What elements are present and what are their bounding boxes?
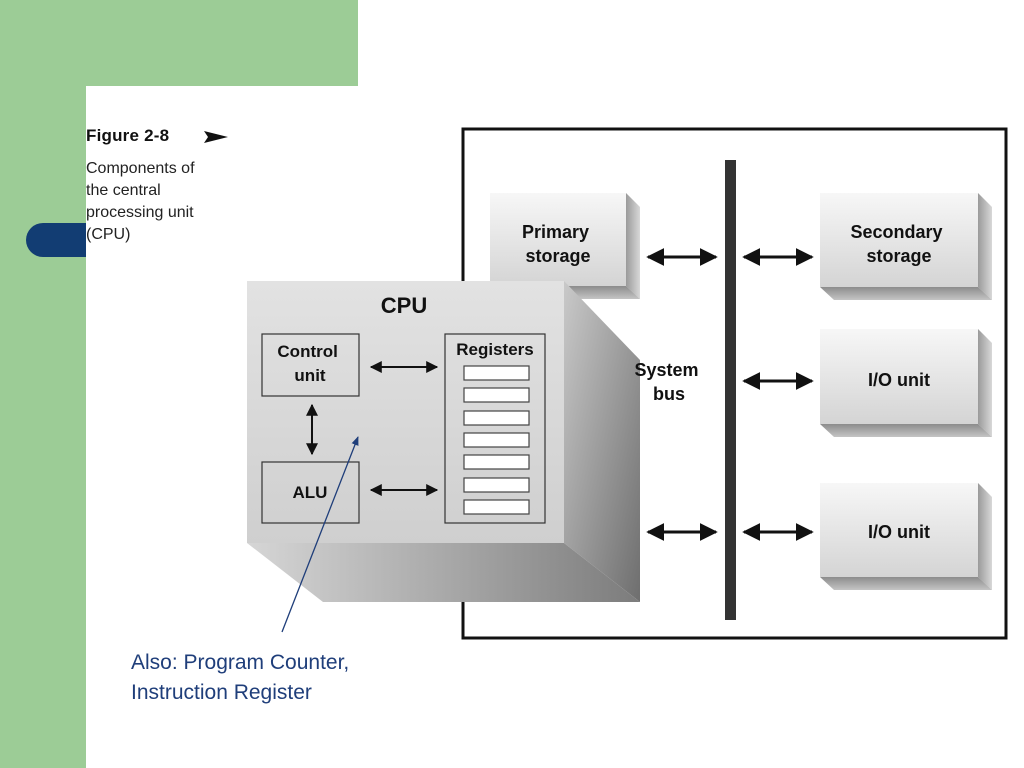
secondary-storage-box [820, 193, 992, 300]
registers-box [444, 333, 546, 524]
io-unit-box-1 [820, 329, 992, 437]
system-bus-bar [725, 160, 736, 620]
io-unit-1-label: I/O unit [868, 370, 930, 390]
registers-label: Registers [456, 340, 533, 359]
register-slot [463, 387, 530, 403]
alu-box [261, 461, 360, 524]
system-bus-label: System bus [634, 360, 703, 404]
control-unit-box [261, 333, 360, 397]
slide-content-corner [86, 86, 166, 166]
register-slot [463, 410, 530, 426]
register-slot [463, 432, 530, 448]
control-unit-label: Control unit [277, 342, 342, 385]
cpu-title: CPU [381, 293, 427, 318]
figure-caption: Components of the central processing uni… [86, 160, 195, 243]
slide-green-side-band [0, 0, 86, 768]
primary-storage-label-full: Primary storage [522, 222, 594, 266]
register-slots [463, 365, 530, 515]
register-slot [463, 365, 530, 381]
register-slot [463, 499, 530, 515]
register-slot [463, 477, 530, 493]
io-unit-2-label: I/O unit [868, 522, 930, 542]
alu-label: ALU [293, 483, 328, 502]
figure-title: Figure 2-8 [86, 126, 170, 145]
primary-storage-box [490, 193, 640, 299]
annotation-pointer-line [281, 436, 359, 633]
io-unit-box-2 [820, 483, 992, 590]
cpu-block [247, 281, 640, 602]
cpu-internal-arrows [306, 361, 439, 496]
slide-blue-tab [26, 223, 86, 257]
register-slot [463, 454, 530, 470]
bus-arrows [646, 248, 814, 541]
figure-arrow-icon [204, 131, 228, 143]
secondary-storage-label: Secondary storage [850, 222, 947, 266]
annotation-note: Also: Program Counter, Instruction Regis… [131, 651, 350, 704]
